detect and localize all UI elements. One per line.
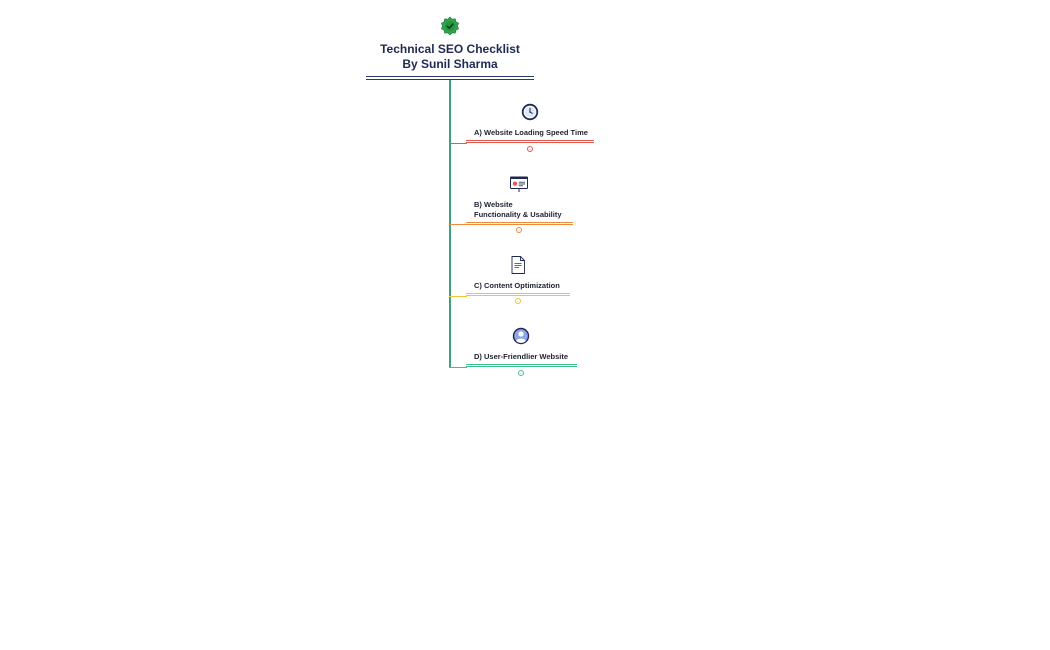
presentation-board-icon: [510, 176, 528, 192]
node-b-label-line-2: Functionality & Usability: [474, 210, 562, 219]
node-a-collapse-toggle[interactable]: −: [527, 146, 533, 152]
user-profile-icon: [512, 327, 530, 345]
node-a-underline: [466, 140, 594, 143]
node-c-label-line-1: C) Content Optimization: [474, 281, 560, 290]
root-title-line-2: By Sunil Sharma: [402, 57, 498, 71]
branch-connector-c: [449, 295, 467, 297]
node-d-underline: [466, 364, 577, 367]
node-b-label-line-1: B) Website: [474, 200, 513, 209]
node-c-label[interactable]: C) Content Optimization: [474, 281, 560, 291]
node-d-label-line-1: D) User-Friendlier Website: [474, 352, 569, 361]
node-b-label[interactable]: B) Website Functionality & Usability: [474, 200, 562, 220]
root-topic[interactable]: Technical SEO Checklist By Sunil Sharma: [350, 42, 550, 72]
branch-connector-a: [449, 142, 467, 144]
verified-badge-icon: [441, 16, 459, 36]
root-title-line-1: Technical SEO Checklist: [380, 42, 520, 56]
document-icon: [511, 256, 525, 274]
node-b-collapse-toggle[interactable]: −: [516, 227, 522, 233]
node-d-collapse-toggle[interactable]: −: [518, 370, 524, 376]
node-c-collapse-toggle[interactable]: −: [515, 298, 521, 304]
node-d-label[interactable]: D) User-Friendlier Website: [474, 352, 568, 362]
branch-connector-d: [449, 366, 467, 368]
node-b-underline: [466, 222, 573, 225]
root-underline: [366, 76, 534, 80]
node-a-label-line-1: A) Website Loading Speed Time: [474, 128, 588, 137]
branch-connector-b: [449, 223, 467, 225]
clock-icon: [521, 103, 539, 121]
node-a-label[interactable]: A) Website Loading Speed Time: [474, 128, 588, 138]
node-c-underline: [466, 293, 570, 296]
